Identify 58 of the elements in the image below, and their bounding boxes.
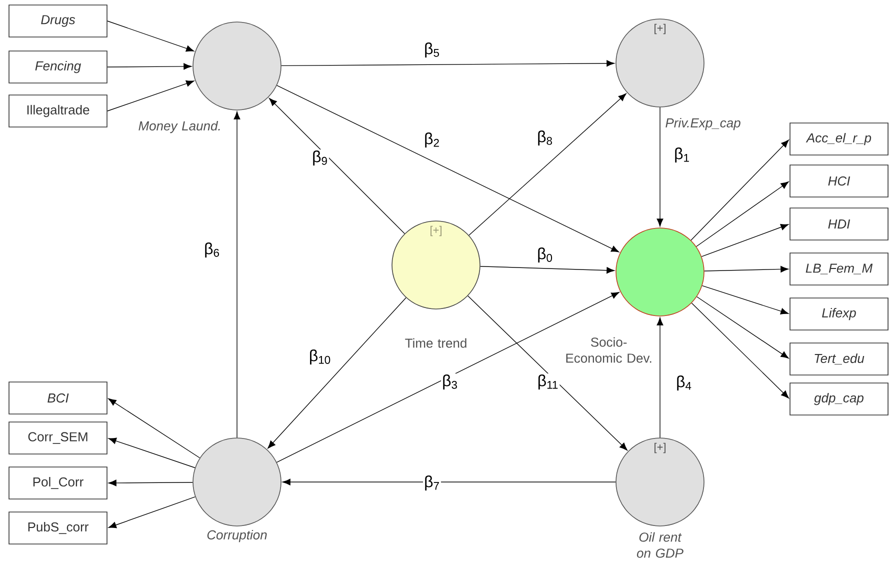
arrow	[268, 297, 406, 449]
indicator-box: HCI	[790, 164, 888, 198]
arrow	[656, 107, 664, 227]
arrow	[696, 296, 789, 359]
node-label: Priv.Exp_cap	[666, 118, 740, 130]
arrow	[701, 224, 789, 257]
indicator-box: Illegaltrade	[8, 94, 108, 128]
arrow	[282, 478, 616, 486]
indicator-box: BCI	[8, 382, 108, 414]
arrow	[234, 111, 240, 438]
indicator-box: Corr_SEM	[8, 422, 108, 454]
arrow	[656, 317, 664, 438]
node-label: Time trend	[405, 338, 466, 348]
indicator-box: gdp_cap	[790, 382, 888, 416]
arrow	[468, 93, 626, 236]
edge-label: β$_{5}$	[423, 42, 441, 58]
arrow	[269, 98, 405, 234]
arrow	[276, 292, 620, 463]
indicator-box: Drugs	[8, 4, 108, 38]
arrow	[108, 438, 196, 468]
edge-label: β$_{6}$	[203, 242, 221, 258]
node-label: Oil rent on GDP	[636, 532, 684, 558]
edge-label: β$_{2}$	[423, 132, 441, 148]
edge-label: β$_{1}$	[673, 146, 691, 164]
indicator-box: Acc_el_r_p	[790, 122, 888, 156]
edge-label: β$_{8}$	[536, 130, 554, 146]
arrow	[480, 266, 615, 274]
indicator-box: Fencing	[8, 50, 108, 84]
arrow	[108, 496, 196, 528]
indicator-box: Pol_Corr	[8, 466, 108, 500]
arrow	[704, 266, 789, 272]
arrow	[691, 302, 789, 398]
node-label: Money Laund.	[138, 120, 220, 134]
indicator-box: PubS_corr	[8, 512, 108, 544]
arrow	[276, 85, 620, 252]
edge-label: β$_{4}$	[675, 374, 693, 392]
arrow	[108, 480, 193, 486]
arrow	[107, 80, 194, 112]
edge-label: β$_{9}$	[311, 150, 329, 166]
indicator-box: LB_Fem_M	[790, 252, 888, 286]
node-label: Corruption	[207, 530, 267, 542]
arrow	[107, 20, 194, 52]
edge-label: β$_{10}$	[308, 348, 332, 366]
edge-label: β$_{11}$	[536, 374, 560, 390]
arrow	[468, 296, 628, 450]
arrow	[108, 398, 200, 458]
indicator-box: HDI	[790, 208, 888, 240]
indicator-box: Lifexp	[790, 298, 888, 330]
indicator-box: Tert_edu	[790, 342, 888, 376]
arrow	[107, 63, 192, 70]
arrow	[690, 140, 789, 241]
arrow	[696, 181, 789, 247]
node-label: Socio-Economic Dev.	[566, 337, 652, 363]
edge-label: β$_{0}$	[536, 246, 554, 264]
arrow	[702, 285, 789, 314]
arrow	[281, 60, 615, 67]
edge-label: β$_{7}$	[423, 474, 441, 492]
edge-label: β$_{3}$	[441, 374, 459, 390]
